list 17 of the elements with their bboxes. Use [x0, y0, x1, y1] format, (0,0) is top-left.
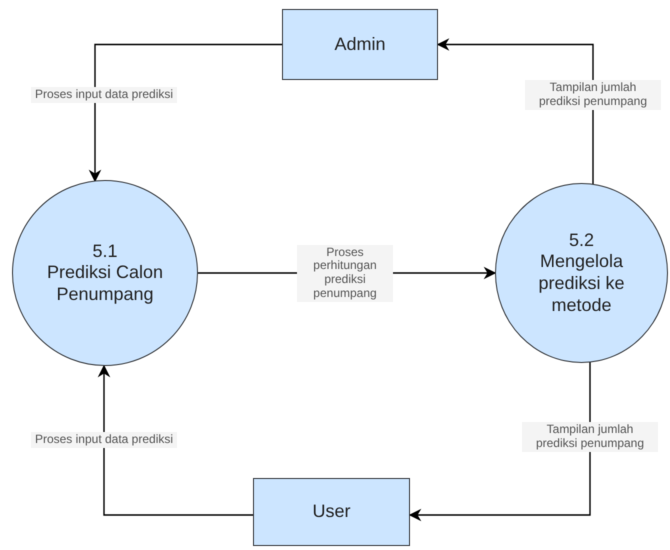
arrow: [98, 364, 253, 516]
edge-label: Tampilan jumlah prediksi penumpang: [522, 422, 658, 452]
arrow: [88, 44, 282, 182]
entity-box: [282, 9, 438, 80]
arrow: [436, 38, 594, 184]
edge-label: Proses input data prediksi: [31, 432, 177, 448]
process-number: 5.2: [568, 230, 596, 252]
node-label: Mengelola prediksi ke metode: [537, 251, 626, 316]
entity-box: [253, 478, 410, 546]
node-label: Admin: [333, 34, 387, 56]
node-label: Prediksi Calon Penumpang: [46, 262, 164, 306]
edge-label: Tampilan jumlah prediksi penumpang: [525, 80, 661, 110]
edge-label: Proses perhitungan prediksi penumpang: [297, 244, 393, 302]
edge-label: Proses input data prediksi: [31, 87, 177, 103]
arrow: [408, 362, 591, 522]
node-label: User: [311, 501, 352, 523]
process-number: 5.1: [91, 240, 119, 262]
